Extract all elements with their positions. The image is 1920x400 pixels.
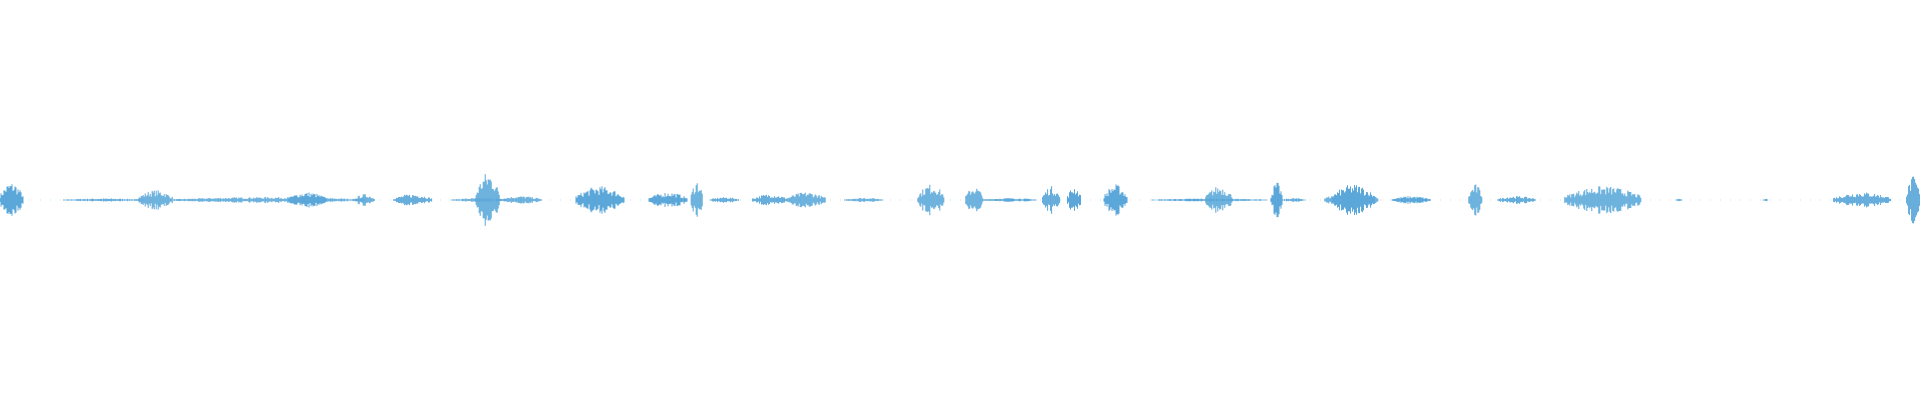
- waveform-bars: [0, 174, 1920, 226]
